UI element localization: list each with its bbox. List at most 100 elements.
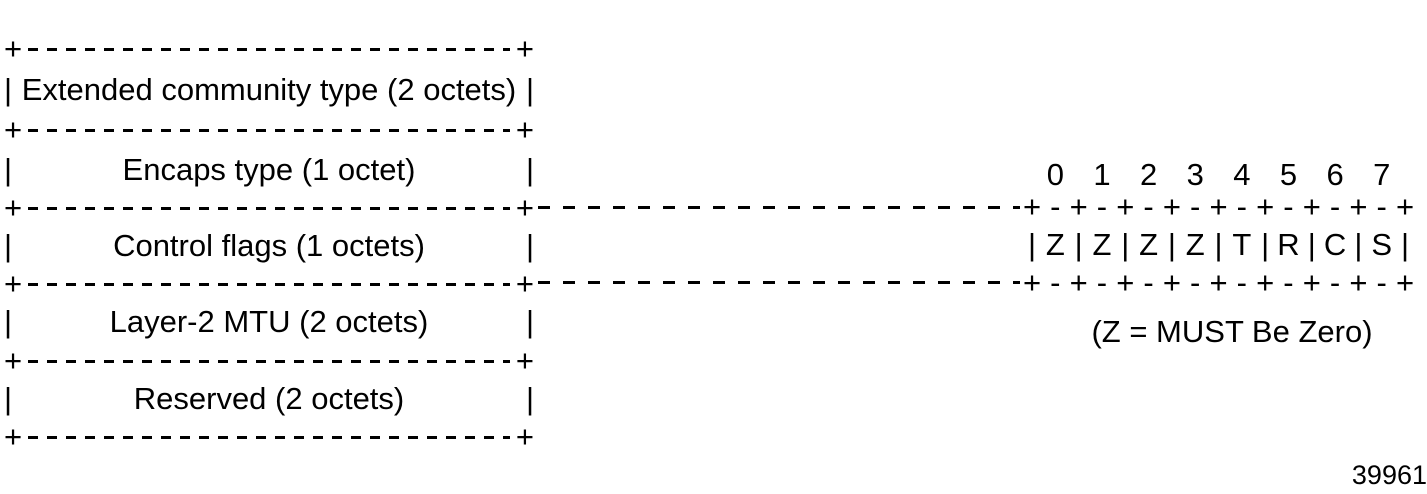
pipe-border-glyph: |: [1354, 227, 1363, 262]
pipe-border-glyph: |: [1121, 227, 1130, 262]
plus-corner-glyph: +: [1256, 189, 1275, 224]
plus-corner-glyph: +: [515, 31, 534, 66]
dash-glyph: -: [1329, 265, 1341, 300]
plus-corner-glyph: +: [1162, 189, 1181, 224]
flag-cell: |T: [1214, 225, 1266, 265]
plus-corner-glyph: +: [1022, 189, 1042, 224]
dash-glyph: -: [1050, 189, 1061, 224]
bit-number-row: 0 1 2 3 4 5 6 7: [1032, 155, 1405, 195]
pipe-border-glyph: |: [4, 228, 13, 263]
pipe-border-glyph: |: [1307, 227, 1316, 262]
dashed-line: [28, 128, 510, 132]
field-row-layer2-mtu: | Layer-2 MTU (2 octets) |: [4, 302, 534, 342]
pipe-border-glyph: |: [1074, 227, 1083, 262]
pipe-border-glyph: |: [4, 152, 13, 187]
dash-glyph: -: [1050, 265, 1061, 300]
field-label: Control flags (1 octets): [113, 228, 425, 263]
plus-corner-glyph: +: [4, 343, 23, 378]
dashed-border-line: + +: [4, 345, 534, 377]
bit-border-cell: +-: [1070, 191, 1126, 223]
bit-number: 5: [1279, 157, 1298, 192]
plus-corner-glyph: +: [1116, 189, 1135, 224]
plus-corner-glyph: +: [1162, 265, 1181, 300]
field-row-encaps-type: | Encaps type (1 octet) |: [4, 150, 534, 190]
bit-border-cell: +-: [1023, 265, 1079, 300]
plus-corner-glyph: +: [1069, 265, 1088, 300]
dashed-border-line: + +: [4, 33, 534, 65]
flag-cell: |Z: [1168, 225, 1219, 265]
plus-corner-glyph: +: [1069, 189, 1088, 224]
bit-number: 2: [1139, 157, 1158, 192]
pipe-border-glyph: |: [525, 72, 534, 107]
bit-border-cell: +-: [1209, 189, 1266, 224]
bit-number: 7: [1373, 157, 1391, 192]
pipe-border-glyph: |: [525, 152, 534, 187]
dash-glyph: -: [1376, 265, 1387, 300]
flag-letter: R: [1277, 227, 1300, 262]
flag-cell: |Z: [1028, 225, 1079, 265]
field-label: Encaps type (1 octet): [122, 152, 416, 187]
dashed-line: [28, 47, 510, 51]
field-label: Reserved (2 octets): [133, 381, 405, 416]
bit-box-border-bottom: +- +- +- +- +- +- +- +- +: [1023, 265, 1414, 300]
field-row-extended-community-type: | Extended community type (2 octets) |: [4, 70, 534, 110]
field-label: Extended community type (2 octets): [21, 72, 517, 107]
plus-corner-glyph: +: [1349, 265, 1368, 300]
plus-corner-glyph: +: [1395, 265, 1415, 300]
bit-flags-row: |Z |Z |Z |Z |T |R |C |S |: [1028, 225, 1409, 265]
flag-letter: Z: [1045, 227, 1065, 262]
plus-corner-glyph: +: [1209, 189, 1228, 224]
plus-corner-glyph: +: [1302, 189, 1321, 224]
dash-glyph: -: [1143, 265, 1154, 300]
dash-glyph: -: [1236, 265, 1247, 300]
plus-corner-glyph: +: [4, 190, 23, 225]
bit-border-cell: +-: [1349, 265, 1405, 300]
plus-corner-glyph: +: [515, 266, 534, 301]
dash-glyph: -: [1096, 265, 1108, 300]
dash-glyph: -: [1329, 189, 1341, 224]
pipe-border-glyph: |: [1261, 227, 1270, 262]
bit-number: 3: [1186, 157, 1204, 192]
plus-corner-glyph: +: [1116, 265, 1135, 300]
dashed-line: [28, 359, 510, 363]
bit-border-cell: +-: [1349, 191, 1405, 223]
figure-number: 39961: [1351, 460, 1427, 490]
plus-corner-glyph: +: [1395, 189, 1415, 224]
dashed-line: [28, 282, 510, 286]
pipe-border-glyph: |: [525, 381, 534, 416]
connector-dashes-bottom: [538, 281, 1020, 284]
dashed-border-line: + +: [4, 192, 534, 224]
plus-corner-glyph: +: [1209, 265, 1228, 300]
flag-cell: |Z: [1121, 225, 1172, 265]
flag-cell: |S: [1354, 225, 1405, 265]
flag-cell: |C: [1308, 225, 1359, 265]
flag-letter: S: [1371, 227, 1393, 262]
dash-glyph: -: [1236, 189, 1247, 224]
plus-corner-glyph: +: [515, 112, 534, 147]
plus-corner-glyph: +: [1022, 265, 1042, 300]
bit-number: 4: [1233, 157, 1251, 192]
bit-border-cell: +-: [1116, 191, 1172, 223]
pipe-border-glyph: |: [1400, 227, 1410, 262]
pipe-border-glyph: |: [4, 72, 13, 107]
zero-note: (Z = MUST Be Zero): [1091, 314, 1373, 349]
bit-border-cell: +-: [1256, 189, 1312, 224]
plus-corner-glyph: +: [515, 190, 534, 225]
control-flags-bit-box: 0 1 2 3 4 5 6 7 +- +- +- +- +- +- +- +- …: [1023, 0, 1414, 494]
bit-number: 1: [1093, 157, 1111, 192]
pipe-border-glyph: |: [525, 228, 534, 263]
flag-letter: C: [1323, 227, 1347, 262]
dashed-border-line: + +: [4, 114, 534, 146]
dash-glyph: -: [1283, 189, 1294, 224]
plus-corner-glyph: +: [4, 31, 23, 66]
pipe-border-glyph: |: [525, 304, 534, 339]
dash-glyph: -: [1190, 189, 1201, 224]
bit-border-cell: +-: [1303, 265, 1359, 300]
packet-format-box: + + | Extended community type (2 octets)…: [4, 0, 534, 494]
flag-cell: |R: [1261, 225, 1312, 265]
dashed-line: [28, 206, 510, 210]
bit-border-cell: +-: [1256, 267, 1312, 299]
flag-letter: T: [1232, 227, 1252, 262]
pipe-border-glyph: |: [1027, 227, 1037, 262]
